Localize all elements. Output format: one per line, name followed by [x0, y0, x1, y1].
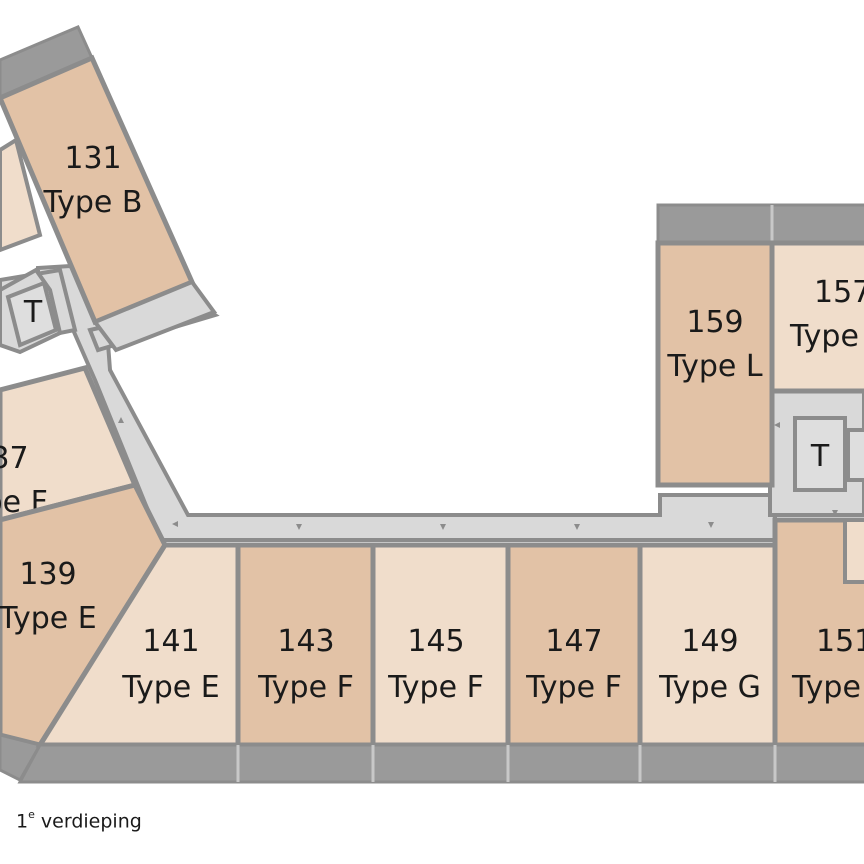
stair-core-right: T [793, 416, 864, 492]
unit-number: 149 [681, 624, 738, 659]
unit-number: 147 [545, 624, 602, 659]
floor-label: 1e verdieping [16, 808, 142, 833]
unit-141[interactable]: 141 Type E [35, 542, 241, 748]
unit-partial-left [0, 136, 43, 253]
unit-number: 157 [814, 275, 864, 310]
unit-type: Type F [525, 670, 622, 705]
unit-number: 145 [407, 624, 464, 659]
unit-149[interactable]: 149 Type G [637, 542, 778, 748]
unit-157[interactable]: 157 Type [769, 240, 864, 394]
unit-number: 143 [277, 624, 334, 659]
balcony-strip-bottom [17, 743, 864, 784]
unit-type: Type F [257, 670, 354, 705]
unit-type: Type [789, 319, 859, 354]
unit-number: 141 [142, 624, 199, 659]
unit-143[interactable]: 143 Type F [235, 542, 376, 748]
balcony-ledge-131 [91, 279, 218, 353]
unit-type: Type E [0, 601, 97, 636]
unit-number: 137 [0, 441, 29, 476]
balcony-strip-top-right [656, 203, 864, 245]
stair-label: T [810, 439, 830, 474]
unit-type: Type F [387, 670, 484, 705]
floor-superscript: e [28, 808, 35, 821]
corridor-markers [118, 417, 838, 530]
floor-number: 1 [16, 810, 29, 833]
unit-type: Type G [658, 670, 761, 705]
stair-label: T [23, 295, 43, 330]
unit-type: Type B [42, 185, 142, 220]
unit-147[interactable]: 147 Type F [505, 542, 643, 748]
unit-151[interactable]: 151 Type [772, 517, 864, 748]
stair-core-left: T [0, 267, 63, 355]
unit-145[interactable]: 145 Type F [370, 542, 511, 748]
unit-number: 159 [686, 305, 743, 340]
unit-type: Type [791, 670, 861, 705]
unit-number: 131 [64, 141, 121, 176]
unit-159[interactable]: 159 Type L [655, 240, 775, 488]
unit-number: 151 [816, 624, 864, 659]
unit-type: Type E [121, 670, 219, 705]
unit-number: 139 [19, 557, 76, 592]
unit-type: Type L [666, 349, 762, 384]
floor-name: verdieping [40, 810, 142, 833]
